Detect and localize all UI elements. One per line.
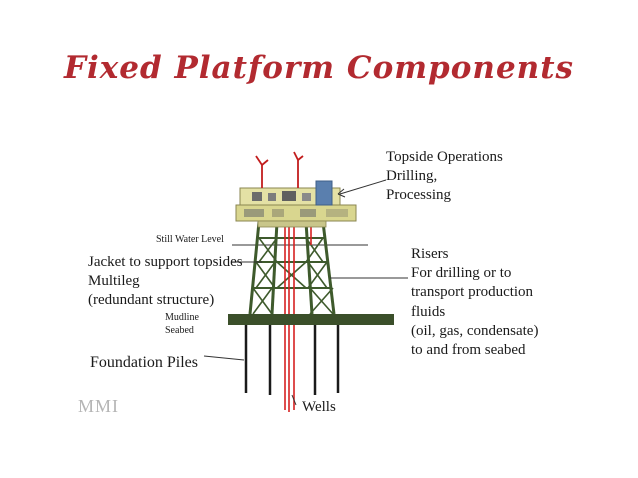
wells-lines bbox=[284, 325, 295, 412]
jacket-label: Jacket to support topsides Multileg (red… bbox=[88, 254, 243, 309]
mmi-logo: MMI bbox=[78, 396, 120, 416]
foundation-piles bbox=[244, 325, 340, 395]
jacket-structure bbox=[248, 221, 336, 315]
mudline-seabed-label: Mudline Seabed bbox=[165, 312, 199, 336]
leader-lines bbox=[203, 179, 408, 406]
foundation-piles-label: Foundation Piles bbox=[90, 354, 199, 371]
derrick-towers bbox=[255, 151, 304, 188]
seabed-slab bbox=[228, 314, 394, 325]
slide-title: Fixed Platform Components bbox=[64, 50, 574, 86]
risers-label: Risers For drilling or to transport prod… bbox=[411, 246, 539, 358]
topside-deck bbox=[235, 180, 357, 228]
still-water-level-label: Still Water Level bbox=[156, 234, 224, 245]
topside-operations-label: Topside Operations Drilling, Processing bbox=[386, 149, 503, 204]
wells-label: Wells bbox=[302, 399, 336, 415]
